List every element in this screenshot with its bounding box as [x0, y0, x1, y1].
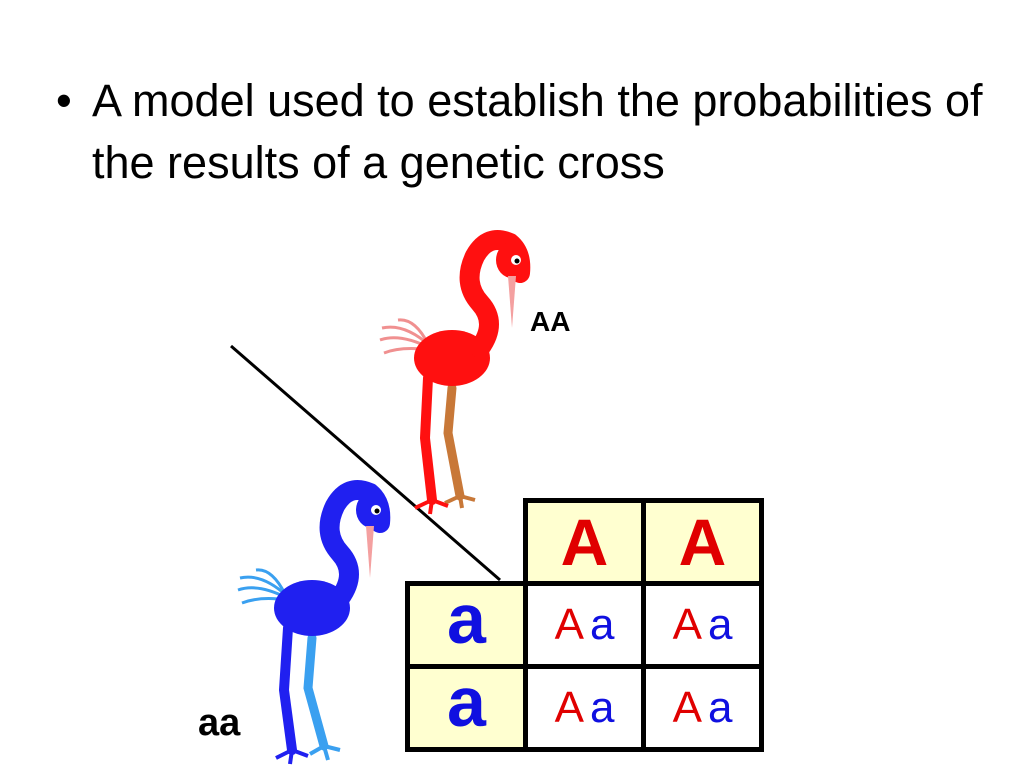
recessive-allele: a	[589, 683, 615, 732]
punnett-side-allele: a	[405, 581, 528, 669]
dominant-allele: A	[554, 683, 584, 732]
blue-flamingo-icon	[237, 480, 391, 765]
punnett-side-allele: a	[405, 664, 528, 752]
dominant-allele: A	[672, 683, 702, 732]
top-parent-genotype: AA	[530, 306, 571, 337]
side-allele-1: a	[447, 580, 486, 658]
dominant-allele: A	[554, 600, 584, 649]
recessive-allele: a	[589, 600, 615, 649]
recessive-allele: a	[707, 600, 733, 649]
top-allele-2: A	[678, 505, 727, 579]
red-flamingo-icon	[379, 230, 531, 515]
top-allele-1: A	[560, 505, 609, 579]
punnett-top-allele: A	[523, 498, 646, 586]
bullet-dot: •	[56, 75, 72, 126]
bullet-text: A model used to establish the probabilit…	[92, 75, 983, 188]
left-parent-genotype: aa	[198, 702, 241, 744]
recessive-allele: a	[707, 683, 733, 732]
punnett-top-allele: A	[641, 498, 764, 586]
punnett-corner	[408, 501, 526, 584]
dominant-allele: A	[672, 600, 702, 649]
bullet-point: • A model used to establish the probabil…	[56, 70, 986, 194]
side-allele-2: a	[447, 663, 486, 741]
